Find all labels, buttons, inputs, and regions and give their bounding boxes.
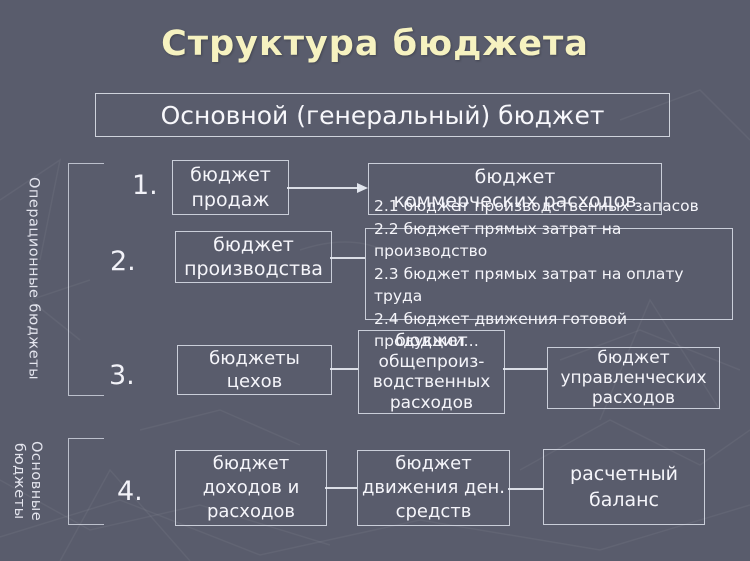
box-line: бюджет bbox=[212, 453, 290, 474]
box-line: коммерческих расходов bbox=[393, 190, 637, 212]
main-budgets-label: Основные бюджеты bbox=[11, 440, 44, 522]
sales-budget-box: бюджет продаж bbox=[172, 160, 289, 215]
general-production-expenses-budget-box: бюджет общепроиз- водственных расходов bbox=[358, 330, 505, 414]
connector-row2 bbox=[330, 257, 365, 259]
sub-budget-item: 2.4 бюджет движения готовой продукции… bbox=[374, 309, 628, 351]
box-line: общепроиз- bbox=[378, 351, 485, 372]
cash-flow-budget-box: бюджет движения ден. средств bbox=[357, 450, 510, 526]
general-budget-header-box: Основной (генеральный) бюджет bbox=[95, 93, 670, 137]
box-line: продаж bbox=[191, 188, 270, 211]
box-line: управленческих bbox=[560, 368, 707, 388]
arrow-line-row1 bbox=[287, 187, 359, 189]
slide-title: Структура бюджета bbox=[161, 24, 589, 64]
connector-row4-b bbox=[508, 488, 543, 490]
box-line: производства bbox=[184, 258, 323, 280]
box-line: доходов и bbox=[202, 477, 300, 498]
box-line: расчетный bbox=[570, 463, 678, 485]
box-line: цехов bbox=[226, 371, 283, 392]
box-line: бюджет bbox=[597, 348, 670, 368]
box-line: баланс bbox=[588, 489, 660, 511]
box-line: расходов bbox=[591, 388, 676, 408]
production-budget-box: бюджет производства bbox=[175, 231, 332, 283]
box-line: бюджет bbox=[395, 331, 468, 351]
box-line: расходов bbox=[389, 392, 474, 413]
administrative-expenses-budget-box: бюджет управленческих расходов bbox=[547, 347, 720, 409]
row-number-1: 1. bbox=[132, 170, 158, 201]
box-line: водственных bbox=[372, 372, 491, 392]
sub-budget-item: 2.2 бюджет прямых затрат на производство bbox=[374, 219, 622, 261]
commercial-expenses-budget-box: бюджет коммерческих расходов bbox=[368, 163, 662, 215]
general-budget-header-label: Основной (генеральный) бюджет bbox=[160, 100, 605, 130]
box-line: бюджет bbox=[474, 166, 556, 188]
arrow-head-icon bbox=[357, 183, 368, 193]
shop-budgets-box: бюджеты цехов bbox=[177, 345, 332, 395]
box-line: движения ден. bbox=[361, 477, 506, 498]
row-number-2: 2. bbox=[110, 246, 136, 277]
main-budgets-bracket bbox=[68, 438, 104, 525]
connector-row3-a bbox=[330, 368, 358, 370]
income-expenses-budget-box: бюджет доходов и расходов bbox=[175, 450, 327, 526]
production-sub-budgets-box: 2.1 бюджет производственных запасов 2.2 … bbox=[365, 197, 733, 350]
box-line: средств bbox=[395, 501, 472, 522]
box-line: бюджет bbox=[395, 453, 472, 474]
row-number-4: 4. bbox=[117, 476, 143, 507]
box-line: бюджет bbox=[213, 234, 294, 256]
settlement-balance-box: расчетный баланс bbox=[543, 449, 705, 525]
box-line: бюджеты bbox=[209, 348, 300, 369]
box-line: бюджет bbox=[190, 163, 271, 186]
operational-budgets-label: Операционные бюджеты bbox=[25, 176, 42, 381]
row-number-3: 3. bbox=[109, 360, 135, 391]
connector-row3-b bbox=[503, 368, 547, 370]
sub-budget-item: 2.1 бюджет производственных запасов bbox=[374, 197, 699, 216]
sub-budget-item: 2.3 бюджет прямых затрат на оплату труда bbox=[374, 264, 684, 306]
connector-row4-a bbox=[325, 487, 357, 489]
box-line: расходов bbox=[206, 501, 296, 522]
operational-budgets-bracket bbox=[68, 163, 104, 396]
